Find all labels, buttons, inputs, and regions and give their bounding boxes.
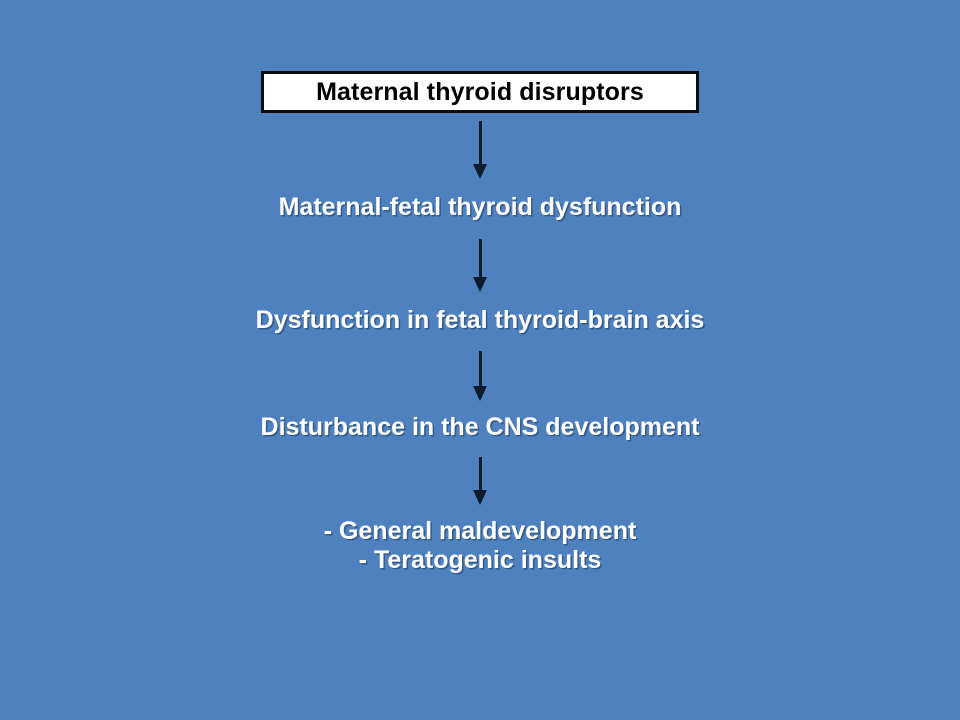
flow-node-disturbance-cns-development: Disturbance in the CNS development [261, 413, 700, 443]
flow-node-label: Maternal-fetal thyroid dysfunction [278, 193, 682, 221]
arrow-down-4-icon [472, 456, 488, 505]
arrow-head [473, 164, 487, 179]
arrow-shaft [478, 351, 482, 388]
flow-node-maternal-fetal-thyroid-dysfunction: Maternal-fetal thyroid dysfunction [279, 193, 682, 223]
arrow-head [473, 489, 487, 505]
flow-node-label: Maternal thyroid disruptors [316, 77, 644, 106]
arrow-down-1-icon [472, 121, 488, 179]
flow-node-maternal-thyroid-disruptors: Maternal thyroid disruptors [261, 71, 699, 113]
arrow-down-3-icon [472, 351, 488, 401]
arrow-shaft [478, 238, 482, 279]
arrow-shaft [478, 121, 482, 166]
flow-node-label: Dysfunction in fetal thyroid-brain axis [255, 305, 705, 334]
arrow-head [473, 386, 487, 401]
outcome-line-general-maldevelopment: - General maldevelopment [323, 516, 637, 545]
flow-node-dysfunction-fetal-thyroid-brain-axis: Dysfunction in fetal thyroid-brain axis [256, 306, 705, 336]
flow-node-outcomes: - General maldevelopment - Teratogenic i… [324, 517, 637, 576]
arrow-shaft [478, 456, 482, 492]
arrow-down-2-icon [472, 238, 488, 292]
outcome-line-teratogenic-insults: - Teratogenic insults [358, 546, 602, 574]
flow-node-label: Disturbance in the CNS development [260, 413, 700, 441]
arrow-head [473, 276, 487, 292]
flowchart-flow: Maternal thyroid disruptors Maternal-fet… [0, 60, 960, 576]
